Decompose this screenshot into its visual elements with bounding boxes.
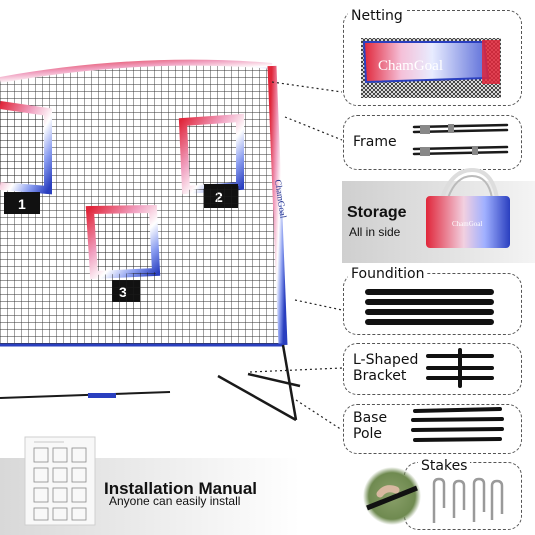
manual-title: Installation Manual [104, 479, 258, 498]
bracket-label-line1: L-Shaped [353, 352, 419, 368]
net-side-trim [267, 65, 288, 346]
bag-brand: ChamGoal [452, 220, 482, 228]
manual-subtitle: Anyone can easily install [109, 494, 241, 508]
storage-subtitle: All in side [349, 225, 401, 239]
bracket-label-line2: Bracket [353, 368, 407, 384]
net-pocket-3: 3 [85, 204, 161, 345]
base-pole-image [411, 407, 504, 442]
foundation-label: Foundition [348, 266, 428, 282]
net-base-pole [217, 372, 301, 422]
foundation-poles-image [365, 289, 494, 325]
net-pocket-1: 1 [0, 101, 52, 214]
netting-roll-image: ChamGoal [361, 38, 501, 98]
manual-booklet-image [24, 436, 96, 526]
stakes-photo [363, 467, 421, 525]
net-top-trim [0, 59, 273, 83]
frame-label: Frame [350, 134, 400, 150]
storage-bag-image: ChamGoal [426, 167, 510, 248]
netting-label: Netting [348, 8, 406, 24]
frame-poles-image [412, 123, 509, 156]
base-pole-label-line2: Pole [353, 426, 383, 442]
pocket-number-1: 1 [18, 196, 26, 212]
net-product-image: ChamGoal 1 2 3 [0, 59, 301, 422]
base-pole-label-line1: Base [353, 410, 388, 426]
storage-title: Storage [347, 204, 407, 221]
net-ground-pole [0, 391, 171, 399]
stakes-label: Stakes [418, 458, 471, 474]
net-pocket-2: 2 [178, 113, 244, 236]
netting-brand: ChamGoal [378, 58, 443, 74]
stakes-image [432, 477, 504, 523]
bracket-image [426, 348, 494, 388]
